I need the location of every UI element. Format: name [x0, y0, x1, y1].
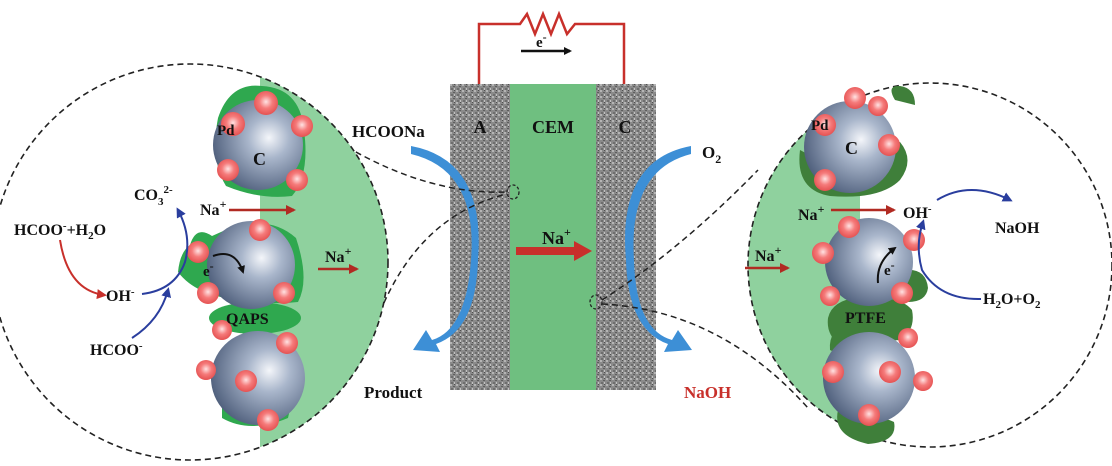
membrane-label: CEM — [532, 117, 574, 137]
pd-particle — [879, 361, 901, 383]
pd-particle — [822, 361, 844, 383]
anode-carbon-label: C — [253, 149, 266, 169]
pd-nanoparticles — [187, 91, 313, 431]
cathode-label: C — [619, 117, 632, 137]
pd-particle — [913, 371, 933, 391]
anode-label: A — [474, 117, 487, 137]
pd-particle — [221, 112, 245, 136]
anode-na-label: Na+ — [200, 197, 227, 219]
pd-particle — [844, 87, 866, 109]
anode-na-out-label: Na+ — [325, 244, 352, 266]
pd-particle — [838, 216, 860, 238]
cathode-hydroxide-label: OH- — [903, 203, 932, 222]
pd-particle — [898, 328, 918, 348]
ptfe-blob — [891, 85, 915, 105]
cathode-inlet-label: O2 — [702, 143, 721, 166]
cathode-connector-bottom — [601, 303, 809, 409]
naoh-formation-arrow — [936, 189, 1013, 202]
naoh-product-label: NaOH — [995, 220, 1040, 237]
pd-particle — [187, 241, 209, 263]
hydroxide-label: OH- — [106, 286, 135, 305]
cathode-na-label: Na+ — [798, 202, 825, 224]
pd-particle — [273, 282, 295, 304]
formate-label: HCOO- — [90, 340, 143, 359]
ptfe-label: PTFE — [845, 310, 886, 327]
cathode-pd-label: Pd — [811, 118, 829, 134]
pd-nanoparticles — [812, 87, 933, 426]
anode-zoom-circle — [0, 63, 389, 461]
pd-particle — [286, 169, 308, 191]
qaps-label: QAPS — [226, 311, 269, 328]
carbonate-formation-arrow — [141, 207, 189, 295]
hydroxide-formation-arrow — [59, 239, 107, 299]
cathode-zoom-marker — [589, 294, 603, 310]
anode-outlet-label: Product — [364, 383, 423, 402]
pd-particle — [212, 320, 232, 340]
pd-particle — [276, 332, 298, 354]
resistor-wire — [477, 10, 626, 84]
cathode-outlet-label: NaOH — [684, 383, 731, 402]
anode-reactant-label: HCOO-+H2O — [14, 220, 106, 242]
carbon-particle — [207, 221, 295, 309]
cathode-carbon-label: C — [845, 138, 858, 158]
pd-particle — [196, 360, 216, 380]
cathode-connector-top — [601, 169, 759, 301]
carbon-particle — [823, 332, 915, 424]
pd-particle — [878, 134, 900, 156]
pd-particle — [217, 159, 239, 181]
anode-inlet-label: HCOONa — [352, 122, 425, 141]
cation-exchange-membrane — [510, 84, 596, 390]
oxygen-reduction-arrow — [915, 219, 982, 301]
carbonate-label: CO32- — [134, 184, 173, 208]
pd-particle — [858, 404, 880, 426]
carbon-particle — [825, 218, 913, 306]
pd-particle — [868, 96, 888, 116]
circuit-electron-label: e- — [536, 30, 547, 51]
cathode-electron-arrow — [876, 246, 897, 284]
anode-zoom-marker — [506, 184, 520, 200]
external-circuit: e- — [477, 10, 626, 84]
pd-particle — [903, 229, 925, 251]
pd-particle — [197, 282, 219, 304]
anode-electron-label: e- — [203, 259, 214, 280]
fuel-cell: A CEM C Na+ HCOONa Product O2 NaOH — [352, 84, 731, 402]
anode-connector-top — [346, 146, 508, 193]
cathode-reactant-label: H2O+O2 — [983, 291, 1041, 311]
carbon-particle — [211, 331, 305, 425]
membrane-na-label: Na+ — [542, 225, 571, 248]
zoom-connectors — [346, 146, 809, 409]
cathode-electron-label: e- — [884, 258, 895, 279]
anode-connector-bottom — [379, 193, 508, 313]
formate-oxidation-arrow — [131, 287, 172, 339]
cathode-na-in-label: Na+ — [755, 243, 782, 265]
pd-particle — [291, 115, 313, 137]
sodium-transport-arrow — [516, 241, 592, 261]
qaps-ionomer — [209, 302, 301, 334]
pd-particle — [814, 114, 836, 136]
cathode-zoom-circle — [747, 82, 1112, 448]
pd-particle — [254, 91, 278, 115]
pd-particle — [257, 409, 279, 431]
anode-electron-arrow — [212, 253, 245, 274]
pd-particle — [891, 282, 913, 304]
pd-particle — [820, 286, 840, 306]
anode-zoom-view: Pd C QAPS e- Na+ Na+ CO32- HCOO-+H2O OH-… — [0, 63, 389, 461]
pd-particle — [812, 242, 834, 264]
cathode-zoom-view: Pd C PTFE e- Na+ Na+ OH- NaOH H2O+O2 — [745, 82, 1112, 448]
pd-particle — [814, 169, 836, 191]
anode-electrode — [450, 84, 510, 390]
pd-particle — [235, 370, 257, 392]
pd-particle — [249, 219, 271, 241]
anode-pd-label: Pd — [217, 123, 235, 139]
